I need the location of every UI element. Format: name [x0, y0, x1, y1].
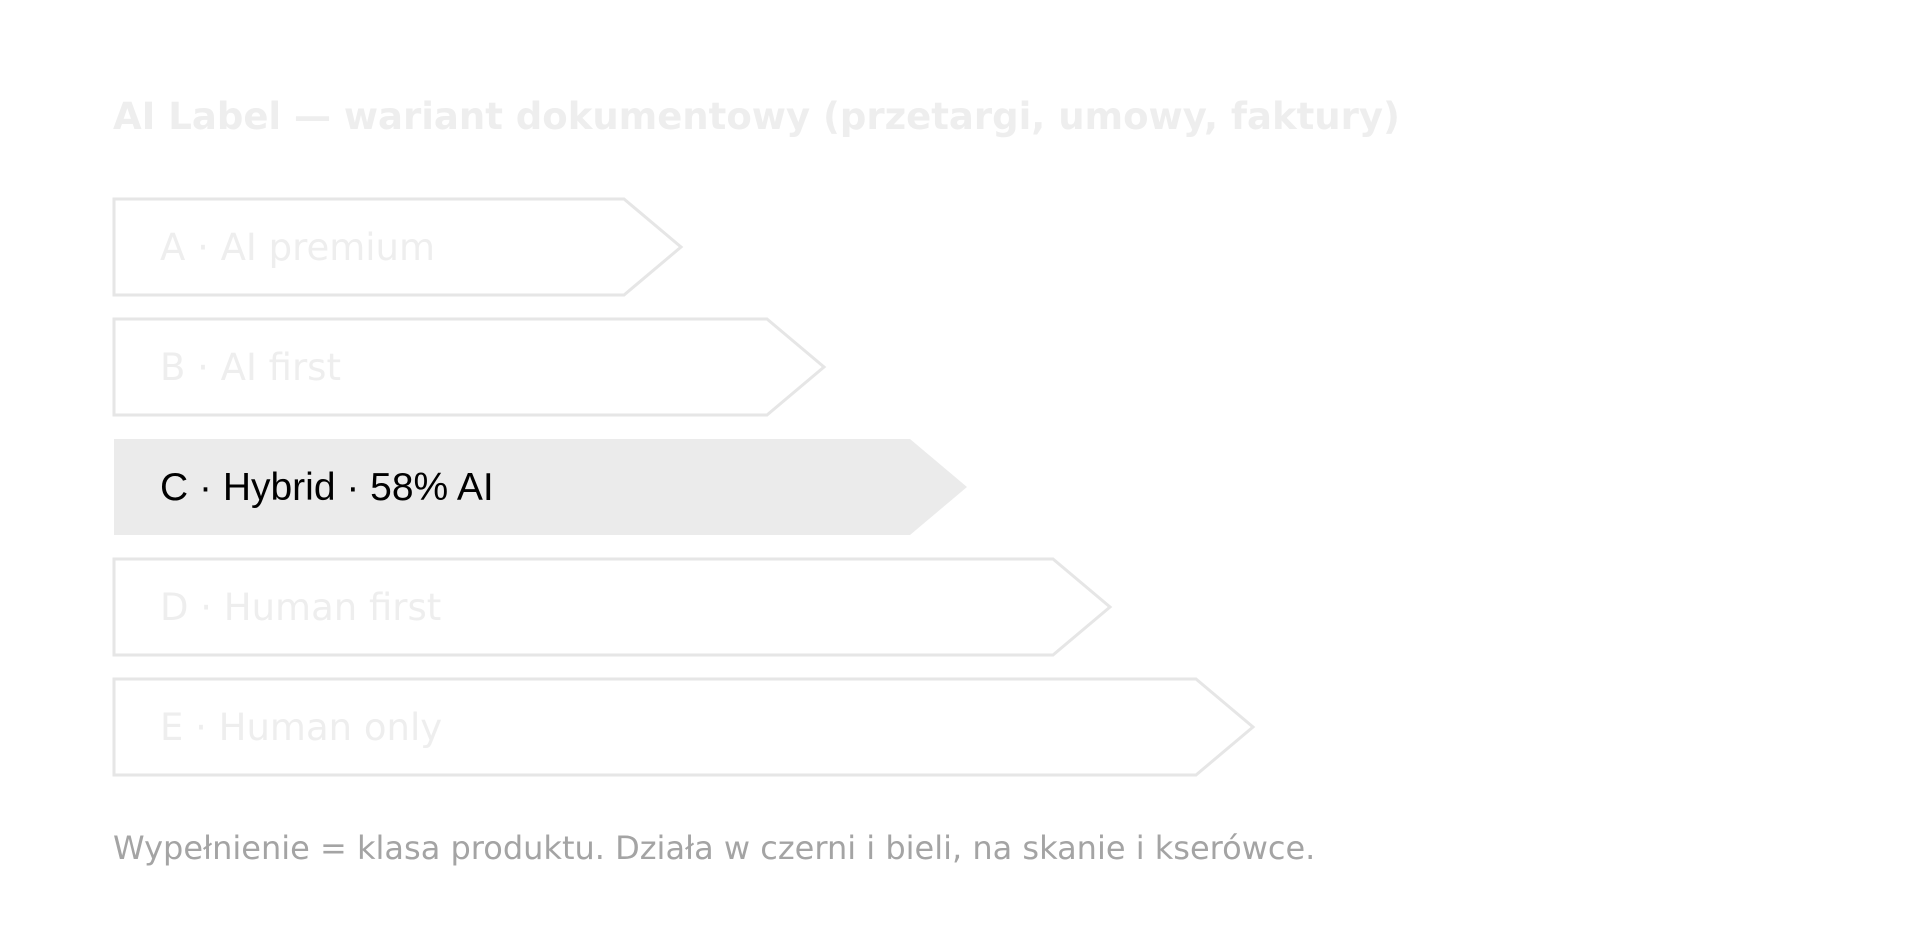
footnote: Wypełnienie = klasa produktu. Działa w c… — [113, 829, 1316, 867]
class-d-shape — [112, 557, 1113, 657]
class-e-arrow: E · Human only — [112, 677, 1256, 777]
class-c-label: C · Hybrid · 58% AI — [160, 466, 494, 509]
class-d-arrow: D · Human first — [112, 557, 1113, 657]
page-title: AI Label — wariant dokumentowy (przetarg… — [113, 95, 1400, 138]
class-e-label: E · Human only — [160, 706, 442, 749]
class-e-shape — [112, 677, 1256, 777]
class-c-arrow: C · Hybrid · 58% AI — [114, 439, 967, 535]
class-b-label: B · AI first — [160, 346, 341, 389]
class-d-label: D · Human first — [160, 586, 441, 629]
class-b-shape — [112, 317, 827, 417]
class-c-shape — [114, 439, 967, 535]
class-a-arrow: A · AI premium — [112, 197, 684, 297]
class-a-shape — [112, 197, 684, 297]
class-a-label: A · AI premium — [160, 226, 435, 269]
class-b-arrow: B · AI first — [112, 317, 827, 417]
